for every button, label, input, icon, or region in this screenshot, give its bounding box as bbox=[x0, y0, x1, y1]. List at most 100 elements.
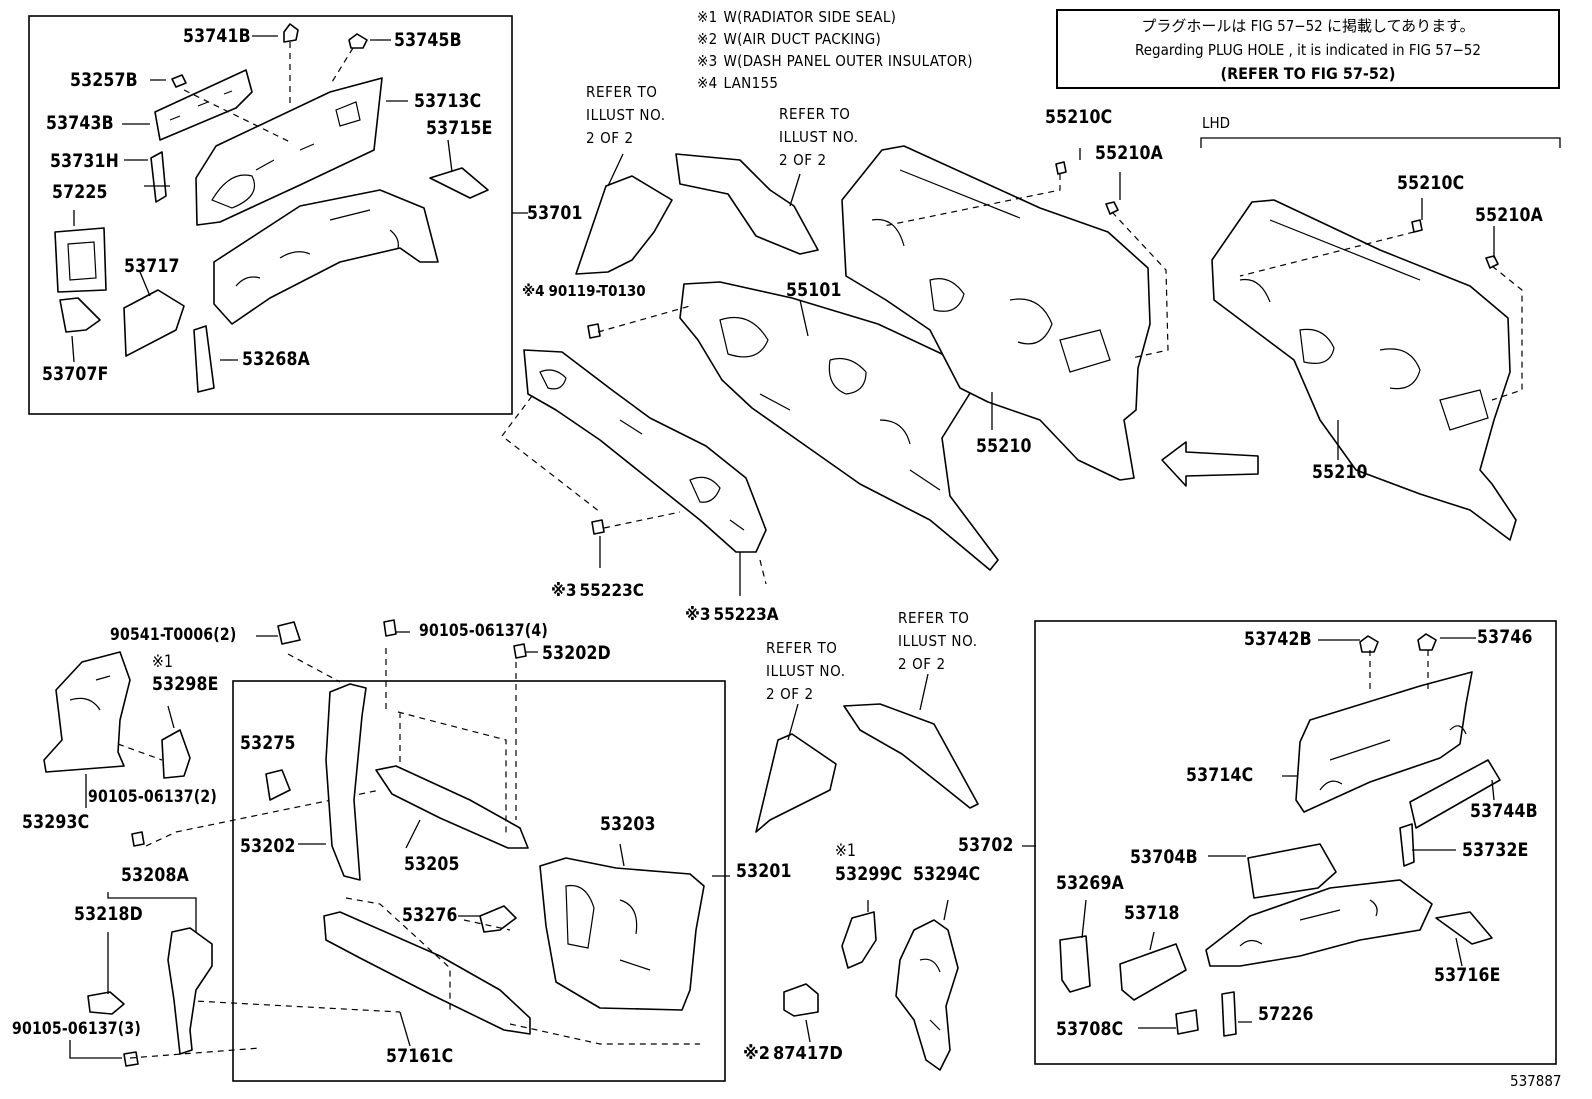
bracket-53268A bbox=[193, 325, 215, 393]
bolt-90105-b bbox=[131, 831, 145, 847]
figure-number: 537887 bbox=[1510, 1072, 1562, 1090]
clip-55210A-b bbox=[1485, 255, 1499, 269]
clip-53742B bbox=[1359, 635, 1379, 653]
label-53298E: 53298E bbox=[152, 673, 219, 695]
label-53704B: 53704B bbox=[1130, 846, 1198, 868]
clip-55210A-a bbox=[1105, 201, 1119, 215]
clip-55210C-b bbox=[1411, 219, 1423, 233]
bracket-53717 bbox=[123, 289, 185, 357]
apron-lower-53269A-side bbox=[1205, 879, 1433, 967]
seal-53298E bbox=[161, 729, 191, 779]
label-57161C: 57161C bbox=[386, 1045, 454, 1067]
label-53203: 53203 bbox=[600, 813, 656, 835]
bracket-53269A bbox=[1059, 935, 1091, 993]
mark-4: ※4 bbox=[522, 282, 545, 300]
apron-upper-member bbox=[195, 77, 383, 226]
apron-bracket-53257 bbox=[154, 69, 253, 141]
support-53202 bbox=[325, 683, 367, 881]
label-53743B: 53743B bbox=[46, 112, 114, 134]
label-53294C: 53294C bbox=[913, 863, 981, 885]
clip-53745B bbox=[348, 33, 368, 49]
seal-lower-ref-a bbox=[755, 733, 837, 833]
leaders-55210-lhd bbox=[1337, 198, 1495, 460]
label-53268A: 53268A bbox=[242, 348, 310, 370]
label-53707F: 53707F bbox=[42, 363, 109, 385]
label-55210A-b: 55210A bbox=[1475, 204, 1543, 226]
label-53202: 53202 bbox=[240, 835, 296, 857]
label-55210-a: 55210 bbox=[976, 435, 1032, 457]
label-53741B: 53741B bbox=[183, 25, 251, 47]
label-57225: 57225 bbox=[52, 181, 108, 203]
mark-1-a: ※1 bbox=[152, 652, 174, 672]
label-53702: 53702 bbox=[958, 834, 1014, 856]
bracket-53731H bbox=[150, 151, 167, 203]
label-55210C-a: 55210C bbox=[1045, 106, 1113, 128]
clip-53741B bbox=[283, 23, 299, 43]
bracket-53708C bbox=[1175, 1009, 1199, 1035]
label-53299C: 53299C bbox=[835, 863, 903, 885]
label-53293C: 53293C bbox=[22, 811, 90, 833]
label-53202D: 53202D bbox=[542, 642, 611, 664]
label-53742B: 53742B bbox=[1244, 628, 1312, 650]
clip-90119 bbox=[587, 323, 601, 339]
label-53276: 53276 bbox=[402, 904, 458, 926]
frame-upper-left bbox=[28, 15, 513, 415]
bolt-90105-a bbox=[383, 619, 397, 637]
leaders-lower-left bbox=[85, 705, 175, 808]
direction-arrow bbox=[1161, 441, 1259, 487]
leaders-refer-top bbox=[607, 153, 801, 207]
bracket-53716E bbox=[1435, 911, 1493, 945]
label-90105-b: 90105-06137(2) bbox=[88, 787, 217, 807]
bracket-53707F bbox=[59, 297, 101, 333]
label-53701: 53701 bbox=[527, 202, 583, 224]
leaders-upper-left bbox=[71, 35, 528, 363]
bracket-53218D bbox=[87, 991, 125, 1015]
label-55223C: 55223C bbox=[579, 581, 644, 601]
label-55101: 55101 bbox=[786, 279, 842, 301]
label-55210-b: 55210 bbox=[1312, 461, 1368, 483]
seal-53294C bbox=[895, 919, 959, 1071]
label-55210C-b: 55210C bbox=[1397, 172, 1465, 194]
label-53708C: 53708C bbox=[1056, 1018, 1124, 1040]
leader-53208A bbox=[107, 892, 197, 932]
bolt-53202D bbox=[513, 643, 527, 659]
lower-support-57161C bbox=[323, 911, 531, 1035]
dashes-upper-left bbox=[183, 42, 354, 143]
bracket-53704B bbox=[1247, 843, 1337, 899]
plug-notice-japanese: プラグホールは FIG 57−52 に掲載してあります。 bbox=[1141, 17, 1475, 35]
label-87417D: 87417D bbox=[773, 1043, 843, 1064]
brace-53208A bbox=[167, 927, 213, 1055]
lhd-bracket bbox=[1200, 137, 1561, 148]
bracket-53275 bbox=[265, 769, 291, 801]
plug-notice-english: Regarding PLUG HOLE , it is indicated in… bbox=[1135, 41, 1481, 59]
leaders-lower-right bbox=[1081, 637, 1495, 1029]
label-57226: 57226 bbox=[1258, 1003, 1314, 1025]
mark-1-b: ※1 bbox=[835, 841, 857, 861]
bracket-53718 bbox=[1119, 943, 1187, 1001]
reinforcement-57226 bbox=[1221, 991, 1237, 1037]
frame-lower-right bbox=[1034, 620, 1557, 1065]
leader-87417D bbox=[805, 1019, 811, 1043]
dashes-radiator-support bbox=[175, 711, 700, 1045]
grommet-90541 bbox=[277, 621, 301, 645]
leaders-refer-lower bbox=[787, 673, 929, 741]
clip-53257B bbox=[171, 74, 187, 88]
label-53717: 53717 bbox=[124, 255, 180, 277]
bracket-53715E bbox=[429, 167, 489, 199]
reinforcement-57225 bbox=[54, 227, 107, 293]
seal-lower-ref-b bbox=[843, 703, 979, 809]
bracket-53732E bbox=[1399, 823, 1415, 867]
apron-lower-member bbox=[213, 189, 439, 325]
apron-upper-53714C bbox=[1295, 671, 1473, 813]
label-55210A-a: 55210A bbox=[1095, 142, 1163, 164]
label-53218D: 53218D bbox=[74, 903, 143, 925]
dashes-dash-panel bbox=[501, 305, 767, 585]
